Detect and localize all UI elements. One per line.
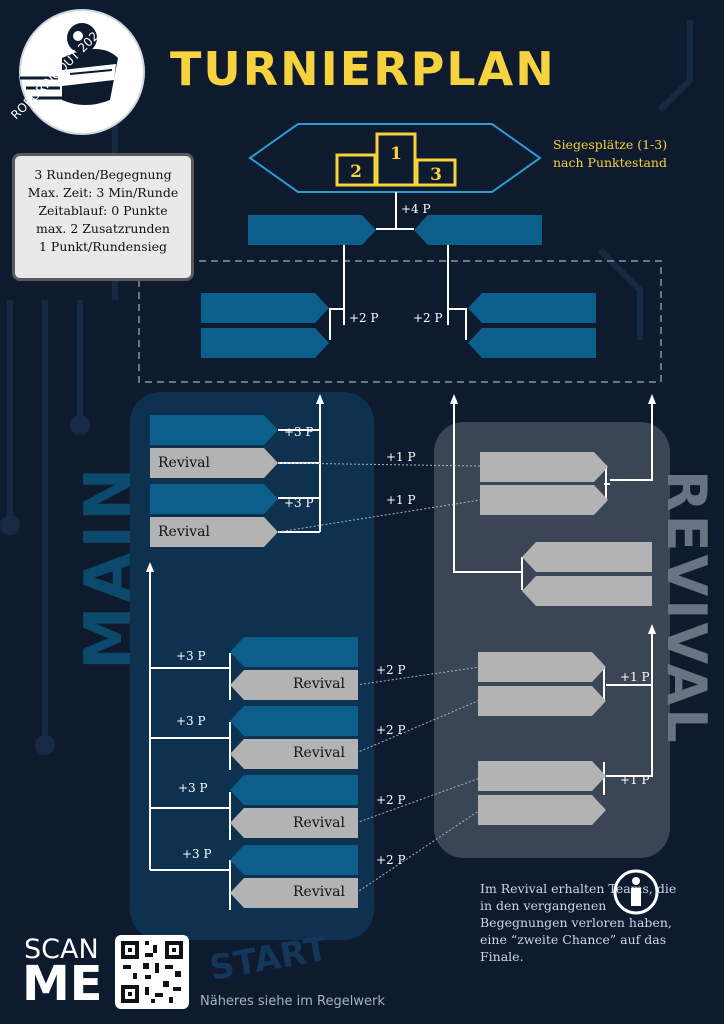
bracket-slots — [150, 215, 652, 908]
revival-slot-label: Revival — [293, 815, 345, 831]
robot-logo-icon — [19, 9, 145, 135]
main-slot — [150, 484, 278, 514]
lower-cross-points: +2 P — [376, 793, 406, 807]
qr-code-icon[interactable] — [115, 935, 189, 1009]
main-slot — [230, 637, 358, 667]
final-zone — [138, 260, 662, 383]
info-icon — [613, 869, 659, 915]
revival-slot — [230, 739, 358, 769]
final-slot — [414, 215, 542, 245]
semi-slot — [468, 328, 596, 358]
page-title: TURNIERPLAN — [170, 42, 556, 96]
semi-slot — [201, 328, 329, 358]
revival-section-label: REVIVAL — [655, 470, 718, 746]
podium: 2 1 3 — [248, 123, 542, 193]
revival-slot — [478, 761, 606, 791]
podium-place-2: 2 — [350, 162, 362, 182]
semi-slot — [201, 293, 329, 323]
revival-slot — [478, 686, 606, 716]
revival-slot — [480, 485, 608, 515]
rules-box: 3 Runden/Begegnung Max. Zeit: 3 Min/Rund… — [12, 153, 194, 281]
rule-line: Zeitablauf: 0 Punkte — [38, 203, 168, 218]
main-points: +3 P — [176, 714, 206, 728]
lower-cross-points: +2 P — [376, 853, 406, 867]
revival-slot-label: Revival — [158, 524, 210, 540]
main-slot — [150, 415, 278, 445]
revival-cross-points: +1 P — [386, 450, 416, 464]
arrowheads — [146, 394, 656, 634]
revival-slot — [230, 878, 358, 908]
info-text: Im Revival erhalten Teams, die in den ve… — [480, 881, 677, 964]
revival-slot-label: Revival — [158, 455, 210, 471]
revival-slot — [230, 808, 358, 838]
revival-slot — [480, 452, 608, 482]
main-points: +3 P — [284, 425, 314, 439]
main-points: +3 P — [182, 847, 212, 861]
revival-slot — [522, 542, 652, 572]
lower-cross-points: +2 P — [376, 723, 406, 737]
revival-slot — [478, 795, 606, 825]
podium-place-3: 3 — [430, 165, 442, 185]
revival-win-points: +1 P — [620, 773, 650, 787]
rule-line: 3 Runden/Begegnung — [34, 167, 172, 182]
podium-place-1: 1 — [390, 144, 402, 164]
revival-win-points: +1 P — [620, 670, 650, 684]
revival-slot-label: Revival — [293, 745, 345, 761]
footer-note: Näheres siehe im Regelwerk — [200, 994, 385, 1009]
revival-slot — [522, 576, 652, 606]
dotted-links — [277, 462, 481, 894]
bracket-lines — [149, 192, 653, 910]
main-slot — [230, 775, 358, 805]
main-section-label: MAIN — [72, 463, 146, 670]
rule-line: Max. Zeit: 3 Min/Runde — [27, 185, 179, 200]
revival-slot-label: Revival — [293, 676, 345, 692]
final-points: +4 P — [401, 202, 431, 216]
me-label: ME — [22, 956, 103, 1012]
revival-slot-label: Revival — [293, 884, 345, 900]
main-slot — [230, 845, 358, 875]
revival-slot — [150, 448, 278, 478]
main-points: +3 P — [178, 781, 208, 795]
main-slot — [230, 706, 358, 736]
revival-slot — [230, 670, 358, 700]
main-points: +3 P — [284, 496, 314, 510]
revival-panel — [434, 422, 670, 858]
scan-label: SCAN — [24, 934, 99, 965]
revival-slot — [478, 652, 606, 682]
semi-slot — [468, 293, 596, 323]
podium-note: Siegesplätze (1-3) nach Punktestand — [553, 137, 668, 170]
lower-cross-points: +2 P — [376, 663, 406, 677]
main-points: +3 P — [176, 649, 206, 663]
final-slot — [248, 215, 376, 245]
semi-points-right: +2 P — [413, 311, 443, 325]
revival-cross-points: +1 P — [386, 493, 416, 507]
semi-points-left: +2 P — [349, 311, 379, 325]
revival-slot — [150, 517, 278, 547]
rule-line: max. 2 Zusatzrunden — [36, 221, 170, 236]
rule-line: 1 Punkt/Rundensieg — [38, 239, 168, 254]
